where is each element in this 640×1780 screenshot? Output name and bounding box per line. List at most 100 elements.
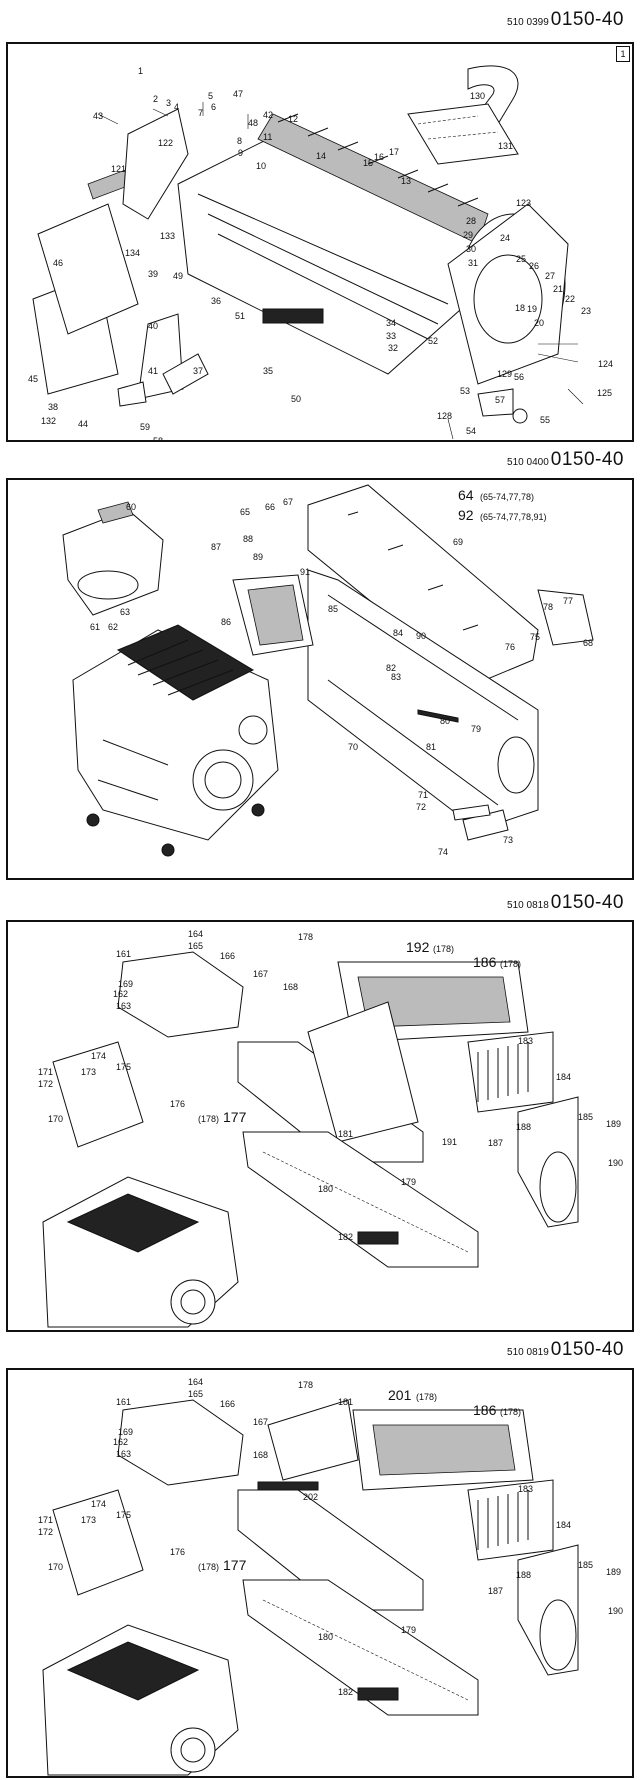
group-number: 0150-40: [550, 1339, 624, 1360]
page-number-box: 1: [616, 46, 630, 62]
svg-text:48: 48: [248, 118, 258, 128]
svg-text:162: 162: [113, 989, 128, 999]
engine-illustration: [72, 624, 279, 857]
svg-text:74: 74: [438, 847, 448, 857]
svg-text:78: 78: [543, 602, 553, 612]
note-part-64: 64: [458, 487, 474, 503]
group-number: 0150-40: [550, 449, 624, 470]
svg-text:31: 31: [468, 258, 478, 268]
svg-text:190: 190: [608, 1606, 623, 1616]
svg-text:83: 83: [391, 672, 401, 682]
svg-text:19: 19: [527, 304, 537, 314]
svg-text:76: 76: [505, 642, 515, 652]
svg-text:178: 178: [298, 932, 313, 942]
svg-text:7: 7: [198, 108, 203, 118]
label-201: 201: [388, 1387, 412, 1403]
svg-text:173: 173: [81, 1515, 96, 1525]
svg-text:188: 188: [516, 1122, 531, 1132]
svg-text:175: 175: [116, 1062, 131, 1072]
svg-text:30: 30: [466, 244, 476, 254]
svg-text:82: 82: [386, 663, 396, 673]
svg-text:13: 13: [401, 176, 411, 186]
svg-text:172: 172: [38, 1527, 53, 1537]
terminal-strip-35: [262, 308, 324, 324]
svg-text:54: 54: [466, 426, 476, 436]
group-number: 0150-40: [550, 9, 624, 30]
svg-text:169: 169: [118, 979, 133, 989]
svg-text:181: 181: [338, 1397, 353, 1407]
svg-text:40: 40: [148, 321, 158, 331]
cooling-fin-cover: [257, 113, 489, 245]
svg-text:51: 51: [235, 311, 245, 321]
svg-text:25: 25: [516, 254, 526, 264]
label-177-ref: (178): [198, 1562, 219, 1572]
grille-183: [467, 1031, 554, 1113]
svg-text:84: 84: [393, 628, 403, 638]
drawing-number: 510 0819: [507, 1347, 549, 1358]
svg-text:15: 15: [363, 158, 373, 168]
svg-text:170: 170: [48, 1562, 63, 1572]
svg-text:86: 86: [221, 617, 231, 627]
svg-text:12: 12: [288, 114, 298, 124]
svg-text:29: 29: [463, 230, 473, 240]
tray-180: [242, 1579, 479, 1716]
svg-text:65: 65: [240, 507, 250, 517]
exploded-view-air-guide-variant-b: 201 (178) 186 (178) 177 (178) 161162163 …: [38, 1377, 623, 1776]
bracket-74: [452, 804, 491, 821]
svg-text:77: 77: [563, 596, 573, 606]
svg-text:174: 174: [91, 1051, 106, 1061]
cover-169: [117, 1399, 244, 1486]
svg-text:130: 130: [470, 91, 485, 101]
svg-text:66: 66: [265, 502, 275, 512]
svg-text:89: 89: [253, 552, 263, 562]
terminal-strip-182: [357, 1231, 399, 1245]
svg-text:163: 163: [116, 1001, 131, 1011]
svg-text:43: 43: [93, 111, 103, 121]
note-range-64: (65-74,77,78): [480, 492, 534, 502]
svg-text:52: 52: [428, 336, 438, 346]
svg-text:6: 6: [211, 102, 216, 112]
svg-text:39: 39: [148, 269, 158, 279]
svg-text:38: 38: [48, 402, 58, 412]
label-192-ref: (178): [433, 944, 454, 954]
svg-text:23: 23: [581, 306, 591, 316]
svg-text:184: 184: [556, 1072, 571, 1082]
svg-text:175: 175: [116, 1510, 131, 1520]
svg-text:180: 180: [318, 1184, 333, 1194]
svg-text:188: 188: [516, 1570, 531, 1580]
frame-70: [307, 569, 539, 831]
svg-text:2: 2: [153, 94, 158, 104]
svg-text:80: 80: [440, 716, 450, 726]
rod-80: [417, 709, 459, 723]
engine-illustration: [42, 1176, 239, 1328]
svg-text:53: 53: [460, 386, 470, 396]
svg-text:132: 132: [41, 416, 56, 426]
svg-text:5: 5: [208, 91, 213, 101]
svg-text:4: 4: [174, 102, 179, 112]
svg-text:34: 34: [386, 318, 396, 328]
drawing-number: 510 0399: [507, 17, 549, 28]
svg-text:27: 27: [545, 271, 555, 281]
svg-text:171: 171: [38, 1067, 53, 1077]
svg-text:165: 165: [188, 1389, 203, 1399]
svg-text:134: 134: [125, 248, 140, 258]
svg-text:8: 8: [237, 136, 242, 146]
svg-text:17: 17: [389, 147, 399, 157]
svg-text:10: 10: [256, 161, 266, 171]
frame-opening: [497, 736, 535, 794]
svg-text:166: 166: [220, 951, 235, 961]
svg-text:121: 121: [111, 164, 126, 174]
svg-text:36: 36: [211, 296, 221, 306]
svg-text:191: 191: [442, 1137, 457, 1147]
svg-text:59: 59: [140, 422, 150, 432]
plate-68: [537, 589, 594, 646]
svg-text:18: 18: [515, 303, 525, 313]
label-186: 186: [473, 954, 497, 970]
